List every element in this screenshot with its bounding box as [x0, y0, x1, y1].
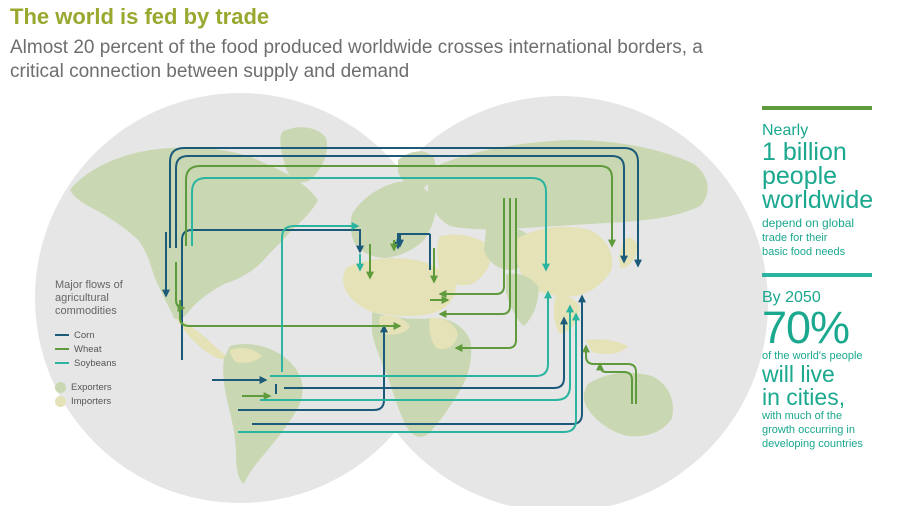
flow-soy-argentina-to-china [238, 312, 580, 433]
stat2-note-1: of the world's people [762, 350, 863, 362]
stat2-lead: By 2050 [762, 289, 821, 306]
legend-item-importers: Importers [55, 394, 165, 408]
stat-divider-1 [762, 106, 872, 110]
flow-wheat-australia-to-asia [582, 344, 637, 404]
flow-soy-us-to-china [191, 177, 550, 272]
flow-soy-brazil-to-china [270, 290, 552, 377]
flow-wheat-us-to-southeast-asia [185, 165, 616, 248]
flow-soy-brazil-to-asia [260, 304, 574, 401]
landmass-europe [350, 181, 436, 258]
legend-title: Major flows of agricultural commodities [55, 279, 123, 317]
flow-corn-argentina-to-asia [252, 294, 586, 425]
flow-wheat-australia-to-indonesia [596, 362, 633, 404]
stat2-mid-2: in cities, [762, 384, 846, 410]
stats-sidebar: Nearly 1 billion people worldwide depend… [762, 106, 898, 451]
flow-corn-us-to-europe [175, 155, 628, 264]
stat-divider-2 [762, 273, 872, 277]
flow-wheat-russia-to-mideast [438, 198, 505, 298]
landmass-south-america [223, 343, 303, 484]
legend-item-corn: Corn [55, 328, 165, 342]
stat1-note-3: basic food needs [762, 246, 846, 258]
stat1-note-2: trade for their [762, 232, 828, 244]
legend-swatch-corn [55, 334, 69, 336]
stat1-note-1: depend on global [762, 216, 855, 230]
stat1-big-3: worldwide [762, 186, 874, 214]
legend-swatch-soybeans [55, 362, 69, 364]
legend-label-wheat: Wheat [74, 343, 102, 355]
legend-swatch-importers [55, 395, 66, 407]
landmass-china-importer [516, 226, 613, 297]
landmass-greenland [280, 127, 328, 183]
legend-item-wheat: Wheat [55, 342, 165, 356]
legend-item-exporters: Exporters [55, 380, 165, 394]
landmass-north-america [70, 147, 318, 320]
flow-corn-brazil-to-southeast-asia [284, 316, 568, 389]
stat2-note-3: growth occurring in [762, 424, 855, 436]
flow-soy-brazil-to-europe [281, 222, 360, 372]
legend-item-soybeans: Soybeans [55, 356, 165, 370]
landmass-central-america [176, 318, 228, 360]
stat1-big-1: 1 billion [762, 138, 847, 166]
stat1-big-2: people [762, 162, 838, 190]
legend-swatch-exporters [55, 381, 66, 393]
flow-wheat-kazakh-to-east-africa [454, 198, 517, 352]
stat2-note-4: developing countries [762, 438, 863, 450]
stat1-lead: Nearly [762, 122, 809, 139]
page-subtitle: Almost 20 percent of the food produced w… [10, 37, 703, 82]
flow-wheat-russia-to-africa [438, 198, 511, 318]
flow-corn-us-to-japan [169, 147, 642, 268]
landmass-venezuela-importer [230, 348, 262, 363]
legend-label-exporters: Exporters [71, 381, 112, 393]
stat2-note-2: with much of the [762, 410, 843, 422]
legend-label-corn: Corn [74, 329, 95, 341]
page-title: The world is fed by trade [10, 4, 270, 29]
legend-label-importers: Importers [71, 395, 112, 407]
landmass-scandinavia [398, 151, 436, 190]
flow-wheat-canada-to-brazil [175, 262, 186, 312]
stat2-mid-1: will live [762, 361, 835, 387]
legend-label-soybeans: Soybeans [74, 357, 117, 369]
legend: Major flows of agricultural commodities … [55, 279, 165, 408]
legend-swatch-wheat [55, 348, 69, 350]
landmass-middle-east-importer [437, 234, 492, 286]
landmass-east-africa-importer [429, 317, 458, 350]
landmass-indonesia [586, 339, 628, 354]
landmass-india [506, 273, 539, 326]
stat2-huge: 70% [762, 302, 850, 353]
landmass-australia [583, 372, 674, 437]
flow-wheat-us-to-africa [179, 300, 402, 330]
